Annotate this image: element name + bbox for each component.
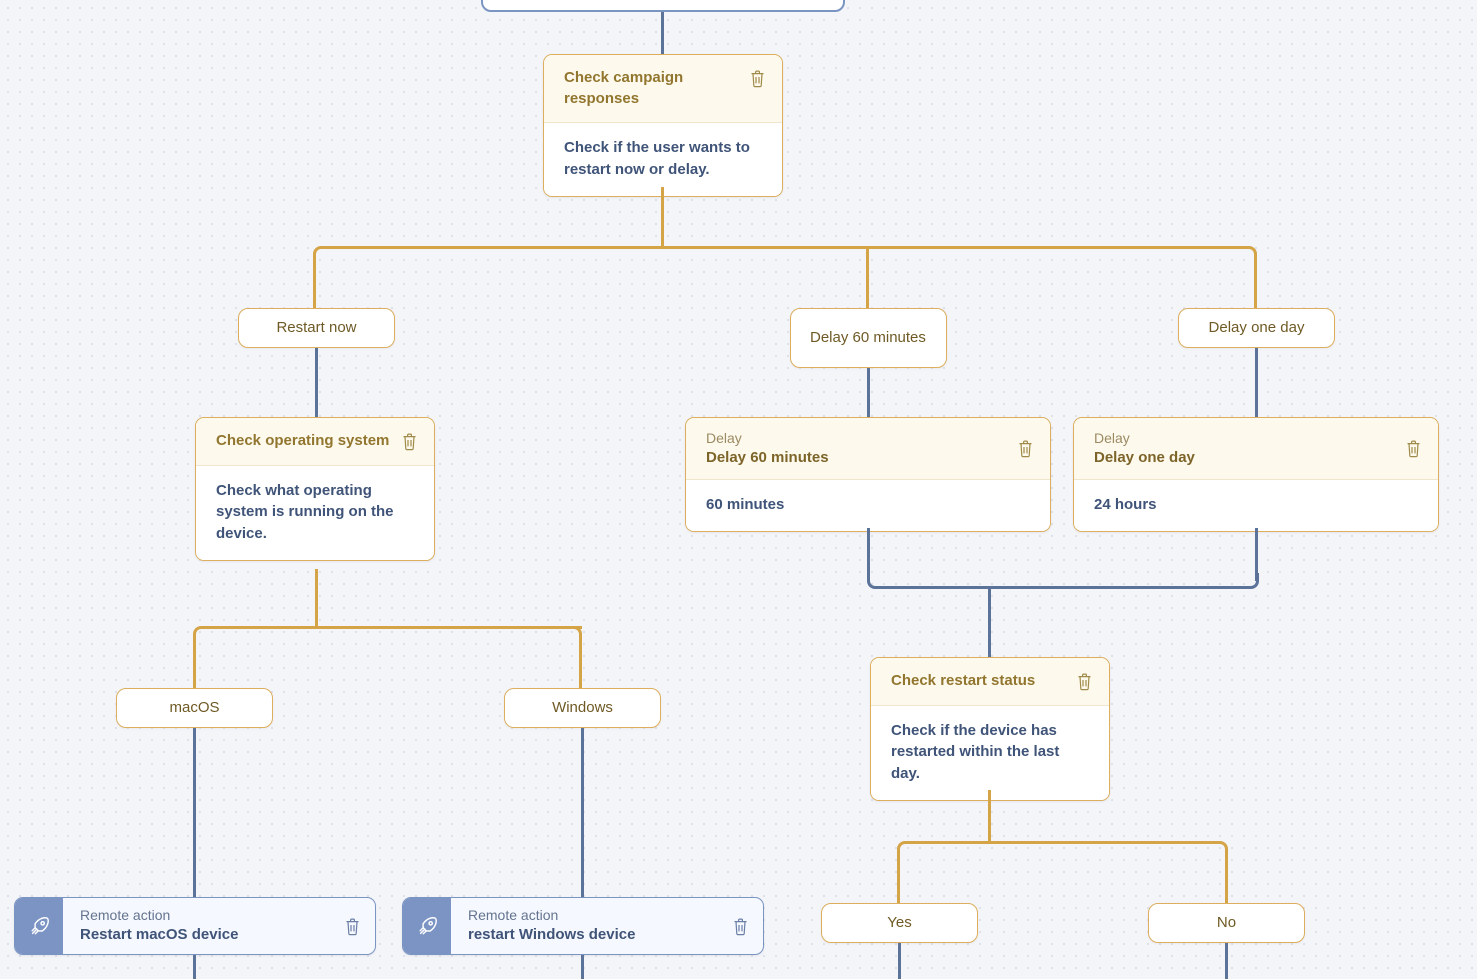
node-header: Check operating system (196, 418, 434, 466)
rocket-icon (403, 898, 451, 954)
branch-pill-restart-now[interactable]: Restart now (238, 308, 395, 348)
node-title: Check operating system (216, 432, 390, 449)
edge-macos-to-action (193, 728, 196, 897)
branch-pill-delay-one-day[interactable]: Delay one day (1178, 308, 1335, 348)
node-header: Check restart status (871, 658, 1109, 706)
branch-pill-windows[interactable]: Windows (504, 688, 661, 728)
trash-icon[interactable] (1017, 439, 1034, 458)
node-title: Check restart status (891, 672, 1036, 689)
node-check-campaign-responses[interactable]: Check campaign responses Check if the us… (543, 54, 783, 197)
branch-label: Yes (887, 913, 912, 931)
edge-no-down (1225, 943, 1228, 979)
node-delay-one-day[interactable]: Delay Delay one day 24 hours (1073, 417, 1439, 532)
trash-icon[interactable] (1076, 672, 1093, 691)
branch-label: Delay 60 minutes (810, 328, 926, 346)
node-body: Check if the device has restarted within… (871, 705, 1109, 800)
trash-icon[interactable] (732, 917, 749, 936)
node-kicker: Remote action (80, 907, 171, 924)
edge-top-to-campaign (661, 12, 664, 54)
node-body: 60 minutes (686, 479, 1050, 531)
edge-down-macos (193, 642, 196, 688)
node-title: restart Windows device (468, 926, 636, 944)
rocket-icon (15, 898, 63, 954)
edge-action-windows-down (581, 955, 584, 979)
edge-delay60-down (867, 528, 870, 581)
edge-delay60-pill-to-card (867, 368, 870, 417)
edge-yes-down (898, 943, 901, 979)
edge-campaign-spine-left (329, 246, 661, 249)
trash-icon[interactable] (1405, 439, 1422, 458)
edge-down-no (1225, 857, 1228, 903)
node-header: Delay Delay one day (1074, 418, 1438, 480)
edge-down-yes (897, 857, 900, 903)
branch-label: No (1216, 913, 1237, 931)
edge-corner-delay60-merge (867, 573, 883, 589)
edge-corner-restart-now (313, 246, 329, 262)
node-kicker: Delay (706, 430, 742, 446)
node-title: Delay 60 minutes (706, 448, 829, 466)
node-remote-action-restart-windows[interactable]: Remote action restart Windows device (402, 897, 764, 955)
edge-corner-windows (566, 626, 582, 642)
edge-down-restart-now (313, 262, 316, 308)
edge-down-delay60 (866, 246, 869, 308)
node-title: Restart macOS device (80, 926, 239, 944)
trash-icon[interactable] (401, 432, 418, 451)
branch-label: Windows (552, 698, 613, 716)
edge-check-os-spine-left (209, 626, 316, 629)
trash-icon[interactable] (749, 69, 766, 88)
edge-corner-yes (897, 841, 913, 857)
node-check-restart-status[interactable]: Check restart status Check if the device… (870, 657, 1110, 801)
node-body: 24 hours (1074, 479, 1438, 531)
node-title: Check campaign responses (564, 69, 684, 107)
node-header: Check campaign responses (544, 55, 782, 124)
edge-check-restart-spine-right (988, 841, 1212, 844)
branch-label: Delay one day (1208, 318, 1305, 336)
node-body: Check if the user wants to restart now o… (544, 123, 782, 196)
edge-down-delay-one-day (1254, 262, 1257, 308)
branch-pill-yes[interactable]: Yes (821, 903, 978, 943)
node-remote-action-restart-macos[interactable]: Remote action Restart macOS device (14, 897, 376, 955)
edge-action-macos-down (193, 955, 196, 979)
edge-windows-to-action (581, 728, 584, 897)
edge-check-restart-spine-left (913, 841, 989, 844)
edge-check-os-down (315, 569, 318, 627)
edge-corner-delay-one-day (1241, 246, 1257, 262)
edge-delay-one-day-down (1255, 528, 1258, 581)
edge-corner-macos (193, 626, 209, 642)
node-kicker: Delay (1094, 430, 1130, 446)
branch-label: macOS (169, 698, 220, 716)
edge-merge-to-check-restart (988, 586, 991, 657)
branch-pill-no[interactable]: No (1148, 903, 1305, 943)
branch-label: Restart now (276, 318, 357, 336)
branch-pill-macos[interactable]: macOS (116, 688, 273, 728)
node-check-operating-system[interactable]: Check operating system Check what operat… (195, 417, 435, 561)
node-title: Delay one day (1094, 448, 1195, 466)
edge-restart-now-to-check-os (315, 348, 318, 417)
edge-corner-no (1212, 841, 1228, 857)
edge-delay-one-day-pill-to-card (1255, 348, 1258, 417)
edge-delay-merge-spine (883, 586, 1245, 589)
edge-down-windows (579, 642, 582, 688)
branch-pill-delay-60-minutes[interactable]: Delay 60 minutes (790, 308, 947, 368)
trash-icon[interactable] (344, 917, 361, 936)
edge-corner-delay-one-day-merge (1243, 573, 1259, 589)
node-delay-60-minutes[interactable]: Delay Delay 60 minutes 60 minutes (685, 417, 1051, 532)
node-body: Check what operating system is running o… (196, 465, 434, 560)
edge-campaign-spine-right (661, 246, 1241, 249)
node-header: Delay Delay 60 minutes (686, 418, 1050, 480)
edge-check-os-spine-right (315, 626, 582, 629)
upstream-node-partial[interactable] (481, 0, 845, 12)
node-kicker: Remote action (468, 907, 559, 924)
